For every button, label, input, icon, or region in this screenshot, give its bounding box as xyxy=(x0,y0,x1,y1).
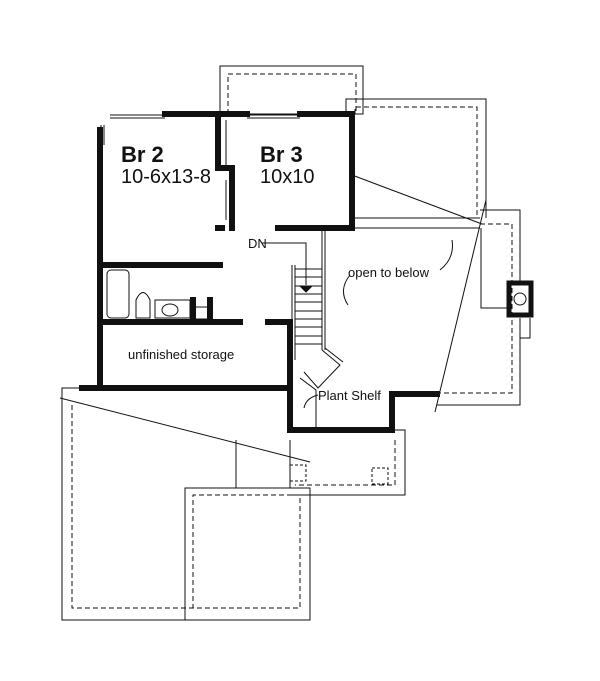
upper-roof-outline xyxy=(219,65,364,115)
open-arrow-icon xyxy=(343,274,351,306)
diagonal-line xyxy=(434,199,487,413)
stair-treads xyxy=(295,268,322,345)
post-marker-2 xyxy=(289,464,307,482)
dn-arrow-line xyxy=(262,242,307,285)
porch-dashed xyxy=(295,440,396,486)
walls xyxy=(79,111,440,433)
upper-roof-dashed xyxy=(227,73,357,114)
room-size-br2: 10-6x13-8 xyxy=(121,166,212,188)
post-marker xyxy=(371,467,389,485)
bay-dashed xyxy=(437,223,513,394)
windows xyxy=(100,114,300,145)
flue-icon xyxy=(513,292,527,306)
room-size-br3: 10x10 xyxy=(260,166,315,188)
fireplace xyxy=(506,280,534,318)
lower-roof-dashed xyxy=(71,405,301,609)
storage-label: unfinished storage xyxy=(128,347,235,362)
winder-rail xyxy=(324,347,344,363)
winder-stair xyxy=(303,349,341,389)
stairs-down-label: DN xyxy=(248,236,267,251)
bathtub-icon xyxy=(106,269,130,319)
stair-rails xyxy=(291,228,326,360)
sink-icon xyxy=(161,303,179,317)
toilet-icon xyxy=(135,292,151,319)
room-name-br3: Br 3 xyxy=(260,142,303,167)
plant-shelf-edge xyxy=(299,377,317,430)
right-roof-dashed xyxy=(354,106,478,218)
lower-roof-outline xyxy=(61,387,311,621)
right-roof-outline xyxy=(345,98,487,218)
bay-inner xyxy=(480,228,508,309)
chimney-base xyxy=(519,318,531,339)
room-name-br2: Br 2 xyxy=(121,142,164,167)
dn-arrow-icon xyxy=(298,285,314,293)
lower-roof-lines xyxy=(235,440,291,488)
lower-roof-line xyxy=(59,397,311,463)
open-arrow-icon-2 xyxy=(439,239,453,271)
plant-shelf-label: Plant Shelf xyxy=(318,388,381,403)
porch-outline xyxy=(290,429,406,496)
plant-shelf-arrow-icon xyxy=(303,394,319,409)
roof-line xyxy=(351,174,483,225)
bay-outline xyxy=(480,209,521,285)
bay-lower-outline xyxy=(437,318,521,406)
open-to-below-label: open to below xyxy=(348,265,429,280)
